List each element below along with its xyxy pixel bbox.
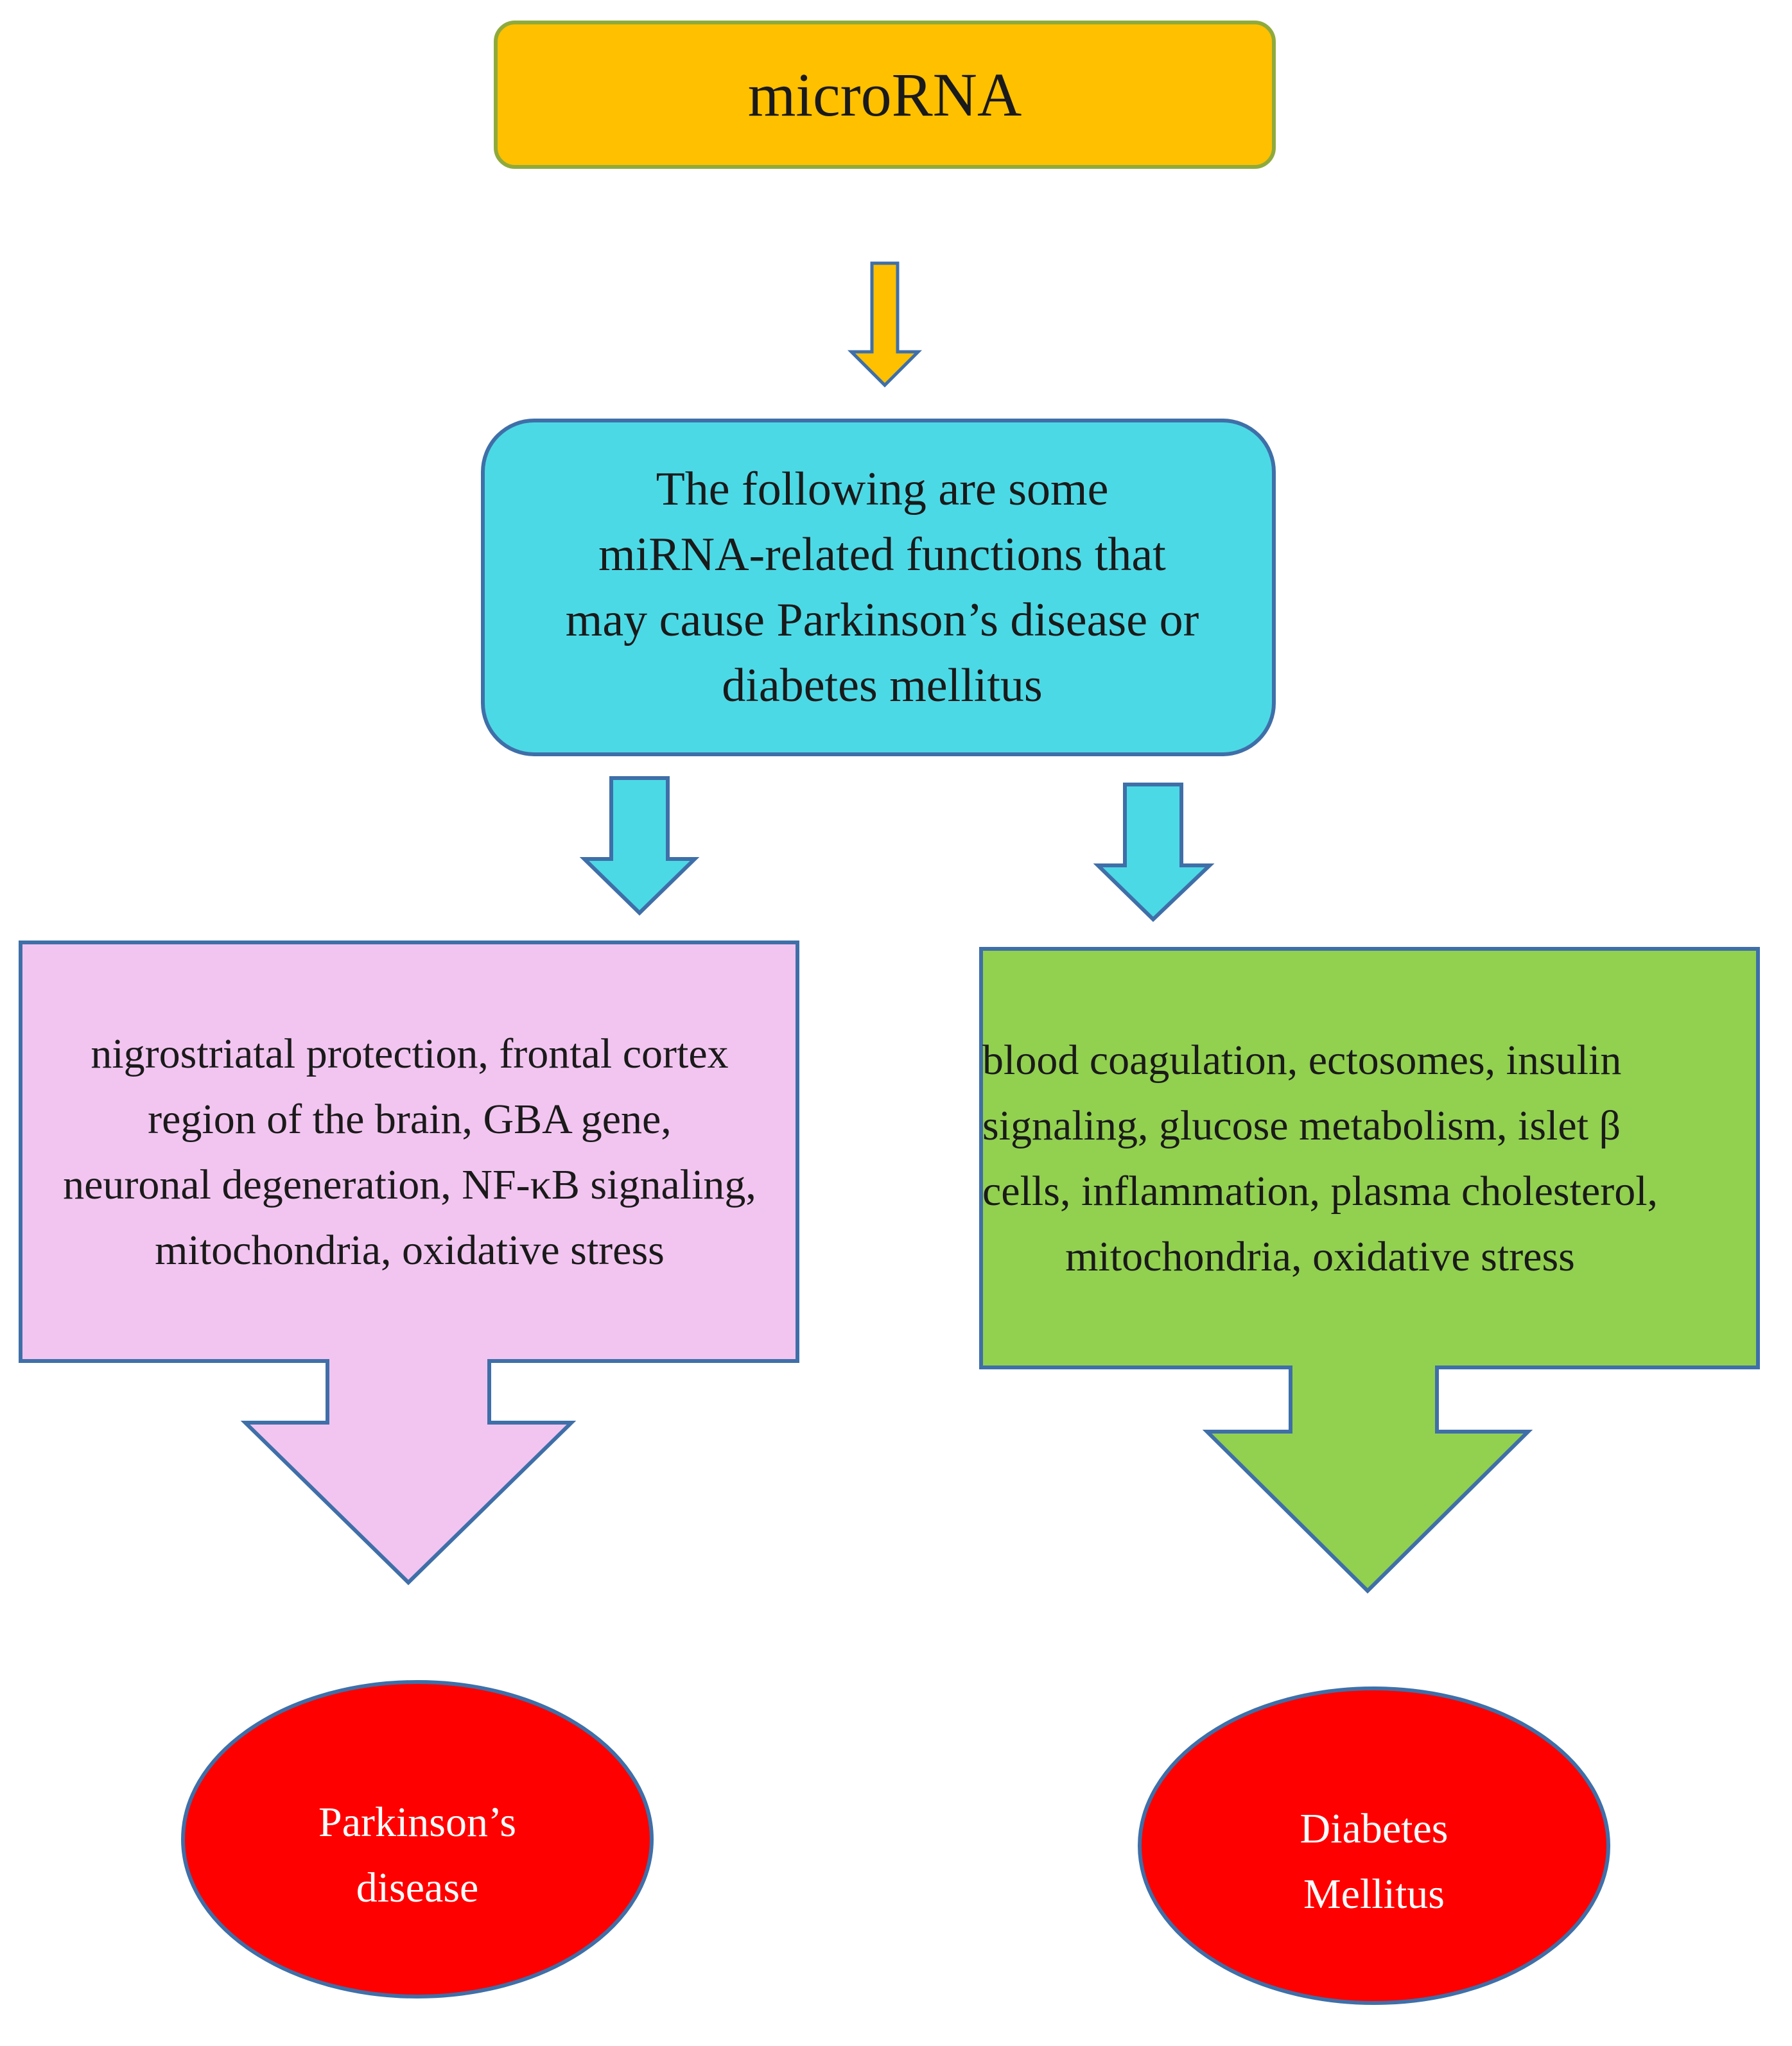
parkinsons-disease-text: Parkinson’s disease xyxy=(318,1799,517,1911)
diabetes-mellitus-ellipse xyxy=(1138,1686,1610,2005)
functions-summary-box xyxy=(481,419,1276,756)
parkinsons-functions-text: nigrostriatal protection, frontal cortex… xyxy=(63,1030,756,1274)
diabetes-mellitus-label: Diabetes Mellitus xyxy=(1143,1701,1605,2022)
diabetes-functions-text: blood coagulation, ectosomes, insulin si… xyxy=(982,1037,1658,1215)
diabetes-functions-label: blood coagulation, ectosomes, insulin si… xyxy=(982,947,1746,1371)
parkinsons-functions-label: nigrostriatal protection, frontal cortex… xyxy=(23,944,796,1361)
down-arrow-icon xyxy=(579,776,700,916)
down-arrow-icon xyxy=(847,261,923,388)
microrna-label: microRNA xyxy=(494,22,1275,167)
parkinsons-disease-ellipse xyxy=(181,1680,654,1998)
parkinsons-functions-callout xyxy=(19,941,799,1586)
down-arrow-icon xyxy=(1093,783,1215,923)
diabetes-functions-text-last: mitochondria, oxidative stress xyxy=(1065,1233,1575,1280)
microrna-text: microRNA xyxy=(747,60,1022,129)
functions-summary-label: The following are some miRNA-related fun… xyxy=(488,420,1276,754)
parkinsons-disease-label: Parkinson’s disease xyxy=(186,1695,648,2016)
functions-summary-text: The following are some miRNA-related fun… xyxy=(565,463,1199,712)
diabetes-mellitus-text: Diabetes Mellitus xyxy=(1300,1805,1448,1918)
diabetes-functions-callout xyxy=(979,947,1760,1594)
microrna-box xyxy=(494,21,1276,169)
